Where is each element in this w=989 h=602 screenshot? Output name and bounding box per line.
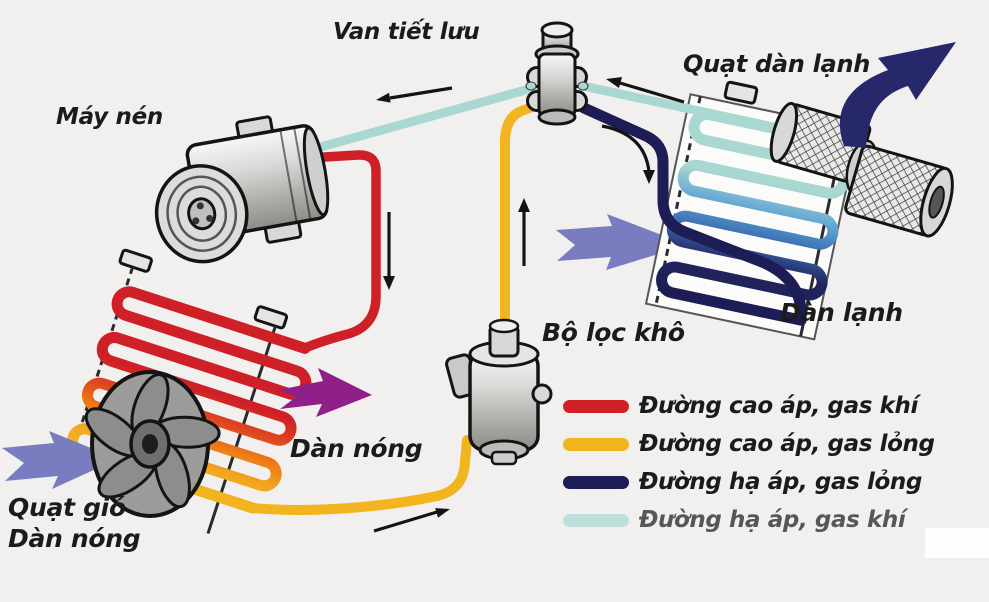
- flow-arrow-suction: [376, 86, 453, 103]
- compressor-graphic: [154, 115, 330, 264]
- receiver-drier-graphic: [445, 318, 553, 466]
- label-condenser: Dàn nóng: [290, 434, 423, 463]
- expansion-line: [578, 102, 807, 326]
- legend-item-low-pressure-liquid: Đường hạ áp, gas lỏng: [563, 468, 935, 496]
- cold-air-out-arrow: [839, 42, 956, 148]
- flow-arrow-riser-up: [518, 198, 530, 266]
- legend-label: Đường hạ áp, gas lỏng: [639, 469, 922, 495]
- condenser-fan-graphic: [84, 370, 221, 518]
- heat-arrow: [278, 368, 372, 417]
- legend-label: Đường hạ áp, gas khí: [639, 507, 906, 533]
- legend: Đường cao áp, gas khí Đường cao áp, gas …: [563, 392, 935, 534]
- legend-item-high-pressure-liquid: Đường cao áp, gas lỏng: [563, 430, 935, 458]
- flow-arrow-valve-to-evaporator: [601, 124, 655, 184]
- label-condenser-fan: Quạt gió Dàn nóng: [8, 492, 141, 554]
- label-receiver-drier: Bộ lọc khô: [542, 318, 685, 347]
- liquid-line: [248, 435, 472, 515]
- flow-arrow-discharge: [383, 212, 395, 290]
- label-evaporator-fan: Quạt dàn lạnh: [683, 50, 871, 78]
- compressor-pulley: [154, 164, 249, 264]
- condenser-airflow-arrow: [2, 431, 118, 489]
- legend-label: Đường cao áp, gas khí: [639, 393, 918, 419]
- legend-swatch-yellow: [563, 437, 629, 451]
- label-condenser-fan-line1: Quạt gió: [8, 493, 126, 522]
- flow-arrow-evaporator-out: [606, 77, 685, 104]
- watermark-patch: [925, 528, 989, 558]
- legend-item-low-pressure-gas: Đường hạ áp, gas khí: [563, 506, 935, 534]
- expansion-valve-graphic: [525, 21, 589, 126]
- discharge-line: [300, 150, 381, 353]
- legend-swatch-cyan: [563, 513, 629, 527]
- legend-item-high-pressure-gas: Đường cao áp, gas khí: [563, 392, 935, 420]
- legend-label: Đường cao áp, gas lỏng: [639, 431, 935, 457]
- condenser-coil: [62, 248, 312, 534]
- suction-line: [305, 83, 538, 155]
- label-compressor: Máy nén: [56, 104, 163, 130]
- liquid-riser-line: [500, 99, 545, 341]
- legend-swatch-red: [563, 399, 629, 413]
- legend-swatch-navy: [563, 475, 629, 489]
- label-condenser-fan-line2: Dàn nóng: [8, 524, 141, 553]
- label-evaporator: Dàn lạnh: [780, 298, 903, 327]
- evaporator-airflow-arrow: [556, 214, 688, 270]
- condenser-serpentine: [67, 286, 312, 514]
- flow-arrow-liquid: [373, 508, 450, 533]
- label-expansion-valve: Van tiết lưu: [333, 19, 480, 45]
